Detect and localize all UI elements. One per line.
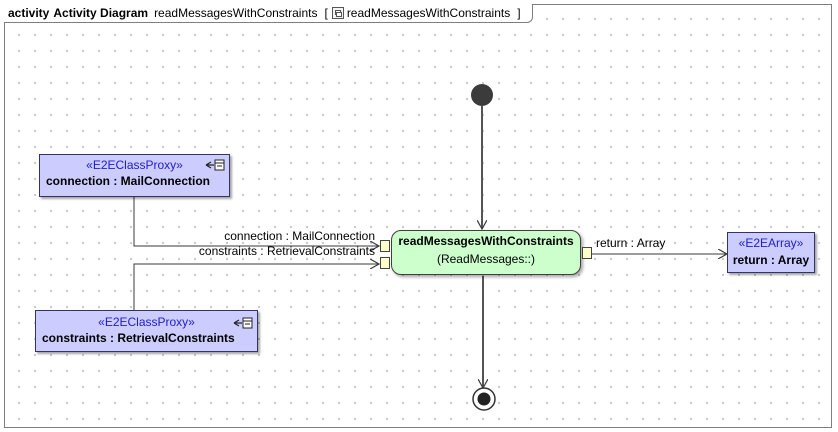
node-stereotype: «E2EClassProxy» [86,158,183,172]
proxy-icon [205,159,225,171]
node-label: constraints : RetrievalConstraints [42,331,235,345]
pin-label-return: return : Array [596,236,666,250]
frame-diagram-name: readMessagesWithConstraints [154,6,318,20]
node-label: return : Array [732,253,810,267]
object-node-connection[interactable]: «E2EClassProxy» connection : MailConnect… [39,154,230,197]
object-node-constraints[interactable]: «E2EClassProxy» constraints : RetrievalC… [35,310,258,352]
frame-bracket-open: [ [324,6,328,20]
node-stereotype: «E2EArray» [738,236,804,250]
output-pin-return[interactable] [582,247,592,259]
action-qualifier: (ReadMessages::) [436,252,536,266]
object-node-return[interactable]: «E2EArray» return : Array [727,232,815,273]
pin-label-connection: connection : MailConnection [224,229,375,243]
diagram-frame [4,4,832,428]
initial-node[interactable] [471,84,493,106]
pin-label-constraints: constraints : RetrievalConstraints [198,244,375,258]
input-pin-connection[interactable] [380,240,390,252]
frame-diagram-type: Activity Diagram [53,6,149,20]
action-name: readMessagesWithConstraints [398,234,574,248]
frame-bracket-close: ] [517,6,521,20]
activity-final-node[interactable] [472,387,496,411]
object-flow-connection[interactable] [133,197,379,246]
object-flow-constraints[interactable] [133,264,379,310]
call-behavior-action[interactable]: readMessagesWithConstraints (ReadMessage… [391,230,581,275]
frame-owner-name: readMessagesWithConstraints [346,6,511,20]
activity-diagram-icon [331,7,344,19]
frame-keyword: activity [8,6,50,20]
node-label: connection : MailConnection [46,174,210,188]
node-stereotype: «E2EClassProxy» [98,315,195,329]
diagram-frame-header: activity Activity Diagram readMessagesWi… [4,4,533,23]
proxy-icon [233,317,253,329]
input-pin-constraints[interactable] [380,257,390,269]
